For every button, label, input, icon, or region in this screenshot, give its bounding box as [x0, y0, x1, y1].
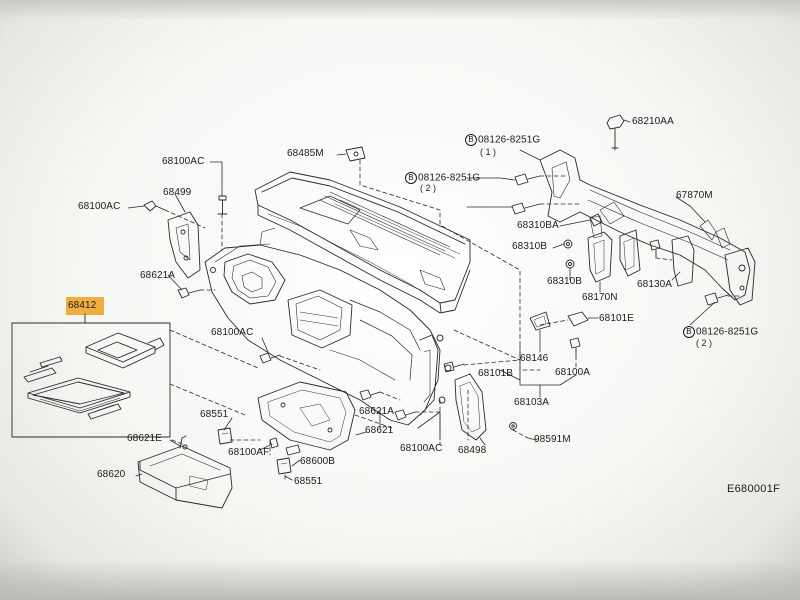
- glove-box: [137, 435, 233, 509]
- part-label-68310BA[interactable]: 68310BA: [517, 220, 559, 231]
- part-highlight-marker: [66, 297, 104, 315]
- side-cover-panel: [454, 373, 517, 441]
- part-label-68100A[interactable]: 68100A: [555, 367, 591, 378]
- part-label-68100AC-left[interactable]: 68100AC: [78, 201, 121, 212]
- part-label-68621[interactable]: 68621: [365, 425, 394, 436]
- part-label-68310B-a[interactable]: 68310B: [512, 241, 548, 252]
- part-label-68498[interactable]: 68498: [458, 445, 487, 456]
- part-label-68101B[interactable]: 68101B: [478, 368, 514, 379]
- part-label-67870M[interactable]: 67870M: [676, 190, 713, 201]
- part-label-68310B-b[interactable]: 68310B: [547, 276, 583, 287]
- part-label-98591M[interactable]: 98591M: [534, 434, 571, 445]
- leader-lines: [127, 119, 716, 481]
- quantity-label-1: ( 1 ): [480, 147, 497, 157]
- diagram-code: E680001F: [727, 483, 781, 495]
- part-label-68551-upper[interactable]: 68551: [200, 409, 229, 420]
- part-label-68210AA[interactable]: 68210AA: [632, 116, 674, 127]
- part-label-68101E[interactable]: 68101E: [599, 313, 635, 324]
- screen-vignette-bottom: [0, 560, 800, 600]
- part-label-68485M[interactable]: 68485M: [287, 148, 324, 159]
- dashed-guide-lines: [164, 147, 743, 481]
- steering-member: [511, 114, 756, 306]
- dashboard-upper-panel: [254, 171, 471, 314]
- part-label-68103A[interactable]: 68103A: [514, 397, 550, 408]
- part-label-68100AF[interactable]: 68100AF: [228, 447, 270, 458]
- part-label-68100AC-mid[interactable]: 68100AC: [211, 327, 254, 338]
- part-label-68600B[interactable]: 68600B: [300, 456, 336, 467]
- left-fasteners: [143, 146, 366, 364]
- part-number-text: 08126-8251G: [418, 172, 481, 184]
- part-label-68412[interactable]: 68412: [68, 300, 97, 311]
- glove-box-lid-inset: [11, 313, 171, 438]
- part-label-68170N[interactable]: 68170N: [582, 292, 618, 303]
- part-label-68100AC-top[interactable]: 68100AC: [162, 156, 205, 167]
- right-side-small-parts: [443, 311, 589, 373]
- instrument-panel-body: [204, 227, 452, 426]
- part-number-text: 08126-8251G: [696, 326, 759, 338]
- part-label-68621E[interactable]: 68621E: [127, 433, 163, 444]
- part-label-68130A[interactable]: 68130A: [637, 279, 673, 290]
- part-label-68100AC-lower[interactable]: 68100AC: [400, 443, 443, 454]
- left-bracket: [167, 211, 201, 279]
- part-label-68499[interactable]: 68499: [163, 187, 192, 198]
- quantity-label-3: ( 2 ): [696, 338, 713, 348]
- part-number-text: 08126-8251G: [478, 134, 541, 146]
- lower-cover: [257, 381, 416, 451]
- quantity-label-2: ( 2 ): [420, 183, 437, 193]
- part-label-68621A-lower[interactable]: 68621A: [359, 406, 395, 417]
- bolt-b-marker-icon: B: [465, 134, 477, 146]
- glove-box-hinge-clips: [217, 427, 301, 475]
- screen-vignette-top: [0, 0, 800, 20]
- part-label-68620[interactable]: 68620: [97, 469, 126, 480]
- part-label-68146[interactable]: 68146: [520, 353, 549, 364]
- bolt-b-marker-icon: B: [683, 326, 695, 338]
- bolt-b-marker-icon: B: [405, 172, 417, 184]
- part-label-68551-lower[interactable]: 68551: [294, 476, 323, 487]
- part-label-68621A-left[interactable]: 68621A: [140, 270, 176, 281]
